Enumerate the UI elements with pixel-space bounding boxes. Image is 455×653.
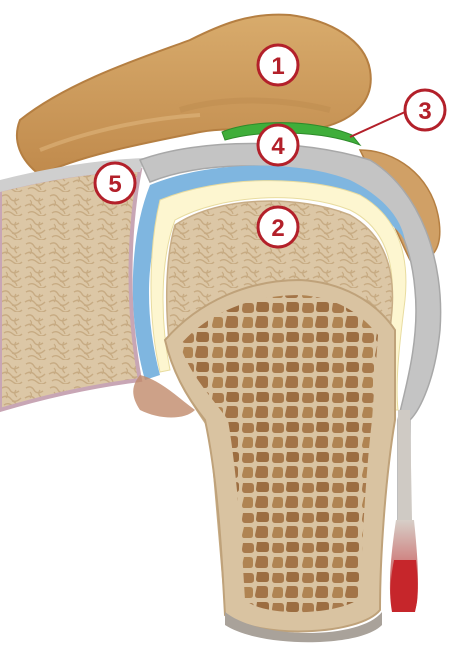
label-1-number: 1	[271, 53, 284, 80]
label-5: 5	[95, 163, 135, 203]
label-1: 1	[258, 45, 298, 85]
label-2: 2	[258, 207, 298, 247]
bone-marrow	[180, 295, 378, 612]
label-3: 3	[405, 90, 445, 130]
label-2-number: 2	[271, 215, 284, 242]
label-4: 4	[258, 125, 298, 165]
label-3-number: 3	[418, 98, 431, 125]
label-3-leader	[350, 112, 405, 137]
label-4-number: 4	[271, 133, 285, 160]
biceps-tendon	[398, 410, 412, 520]
label-5-number: 5	[108, 171, 121, 198]
